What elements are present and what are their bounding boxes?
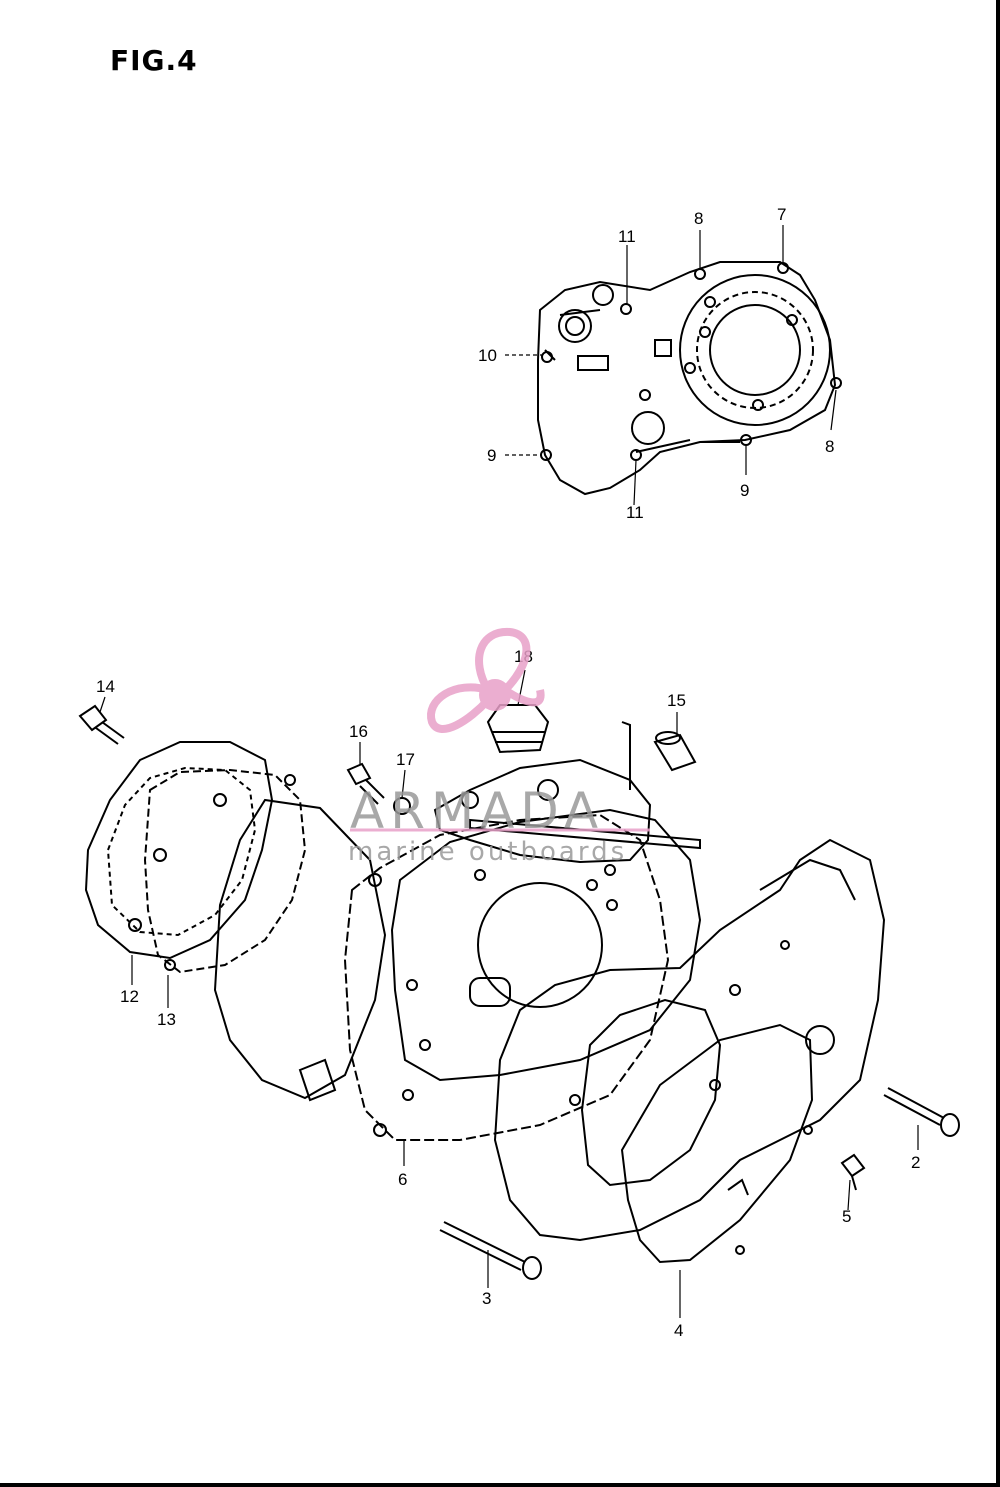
right-border xyxy=(996,0,1000,1487)
callout-3: 3 xyxy=(482,1289,491,1308)
bolt-14 xyxy=(78,704,125,745)
callout-labels: 11 8 7 10 8 9 9 11 18 14 15 16 17 12 13 … xyxy=(96,205,920,1340)
callout-16: 16 xyxy=(349,722,368,741)
watermark: ARMADA marine outboards xyxy=(348,627,650,867)
callout-5: 5 xyxy=(842,1207,851,1226)
screw-5 xyxy=(840,1153,866,1191)
callout-2: 2 xyxy=(911,1153,920,1172)
cap-18 xyxy=(486,704,550,754)
callout-13: 13 xyxy=(157,1010,176,1029)
callout-12: 12 xyxy=(120,987,139,1006)
stator-drum xyxy=(213,798,387,1102)
gasket-6 xyxy=(343,813,670,1141)
bolt-2 xyxy=(883,1087,960,1137)
watermark-subtitle: marine outboards xyxy=(348,837,627,867)
callout-6: 6 xyxy=(398,1170,407,1189)
callout-9-left: 9 xyxy=(487,446,496,465)
leader-lines xyxy=(99,225,919,1318)
outer-case-cover xyxy=(493,838,886,1242)
callout-15: 15 xyxy=(667,691,686,710)
bottom-border xyxy=(0,1483,1000,1487)
callout-17: 17 xyxy=(396,750,415,769)
crankcase-plate xyxy=(390,808,702,1101)
callout-14: 14 xyxy=(96,677,115,696)
callout-8-right: 8 xyxy=(825,437,834,456)
propeller-hub-icon xyxy=(479,679,511,711)
figure-title: FIG.4 xyxy=(110,44,198,77)
propeller-logo-icon xyxy=(427,627,545,733)
callout-8-top: 8 xyxy=(694,209,703,228)
callout-9-bottom: 9 xyxy=(740,481,749,500)
left-cover-12 xyxy=(84,741,274,960)
crankcase-cover-upper xyxy=(537,261,842,496)
bolt-3 xyxy=(439,1221,542,1280)
bolt-16 xyxy=(346,762,385,805)
callout-10: 10 xyxy=(478,346,497,365)
bushing-15 xyxy=(653,731,697,772)
callout-4: 4 xyxy=(674,1321,683,1340)
callout-7: 7 xyxy=(777,205,786,224)
oil-pump-housing xyxy=(433,721,701,864)
callout-11-bottom: 11 xyxy=(626,503,644,522)
inspection-cover-4 xyxy=(620,1023,814,1264)
gasket-13 xyxy=(143,768,307,974)
callout-11-top: 11 xyxy=(618,227,636,246)
